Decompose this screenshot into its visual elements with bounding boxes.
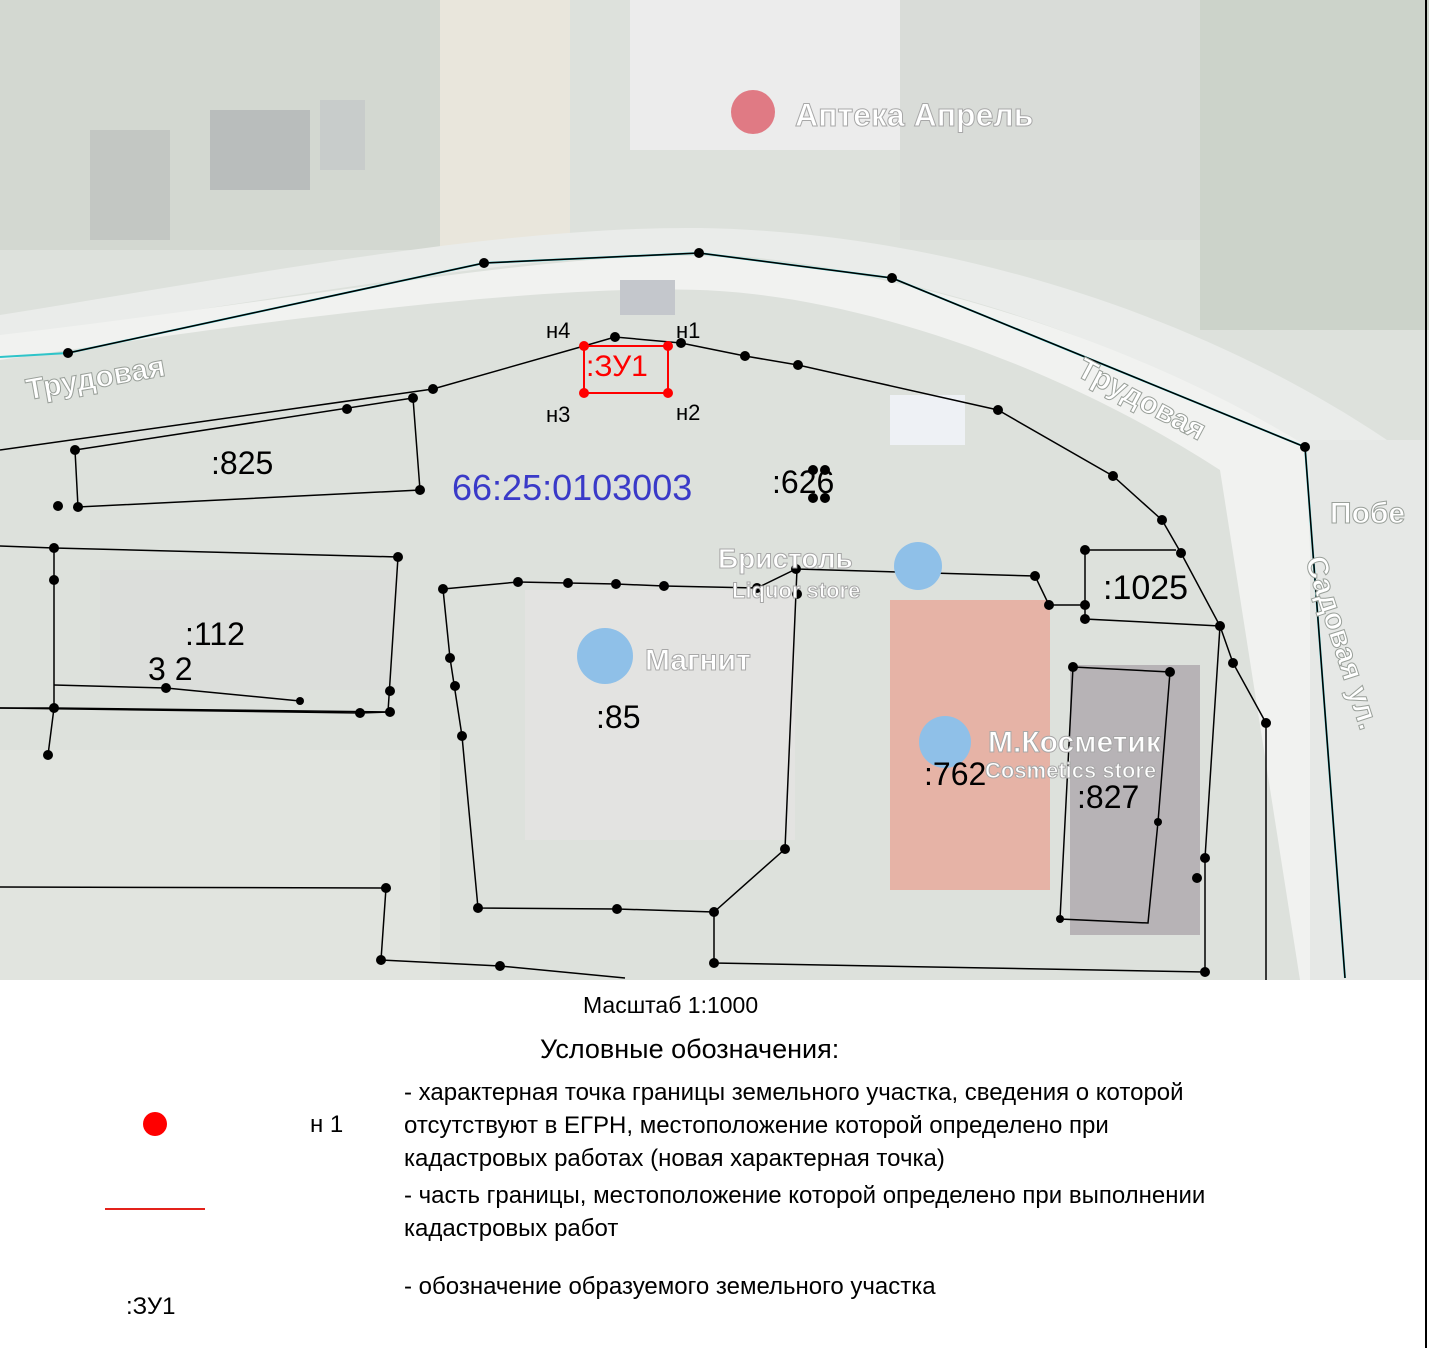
- building: [890, 395, 965, 445]
- place-label-kosmetik: М.Косметик: [988, 726, 1162, 759]
- open-ground: [440, 0, 570, 250]
- legend-line-line-2: кадастровых работ: [404, 1215, 619, 1242]
- legend: Масштаб 1:1000 Условные обозначения: н 1…: [0, 980, 1425, 1348]
- new-points: [579, 341, 673, 398]
- point-label-n3: н3: [546, 402, 570, 427]
- new-point-symbol-label: н 1: [310, 1111, 344, 1138]
- magnit-building: [525, 590, 795, 840]
- new-parcel-symbol-label: :ЗУ1: [126, 1293, 176, 1320]
- building: [1070, 665, 1200, 935]
- point-label-n4: н4: [546, 318, 570, 343]
- building: [620, 280, 675, 315]
- road-sadovaya: [1310, 440, 1429, 980]
- place-label-liquor-store: Liquor store: [732, 578, 860, 603]
- cosmetics-pin-icon: [919, 716, 971, 768]
- place-label-magnit: Магнит: [645, 644, 751, 677]
- legend-line-line-1: - часть границы, местоположение которой …: [404, 1182, 1206, 1209]
- parcel-label-1025: :1025: [1103, 569, 1188, 607]
- scale-label: Масштаб 1:1000: [583, 992, 759, 1018]
- legend-point-line-1: - характерная точка границы земельного у…: [404, 1079, 1184, 1106]
- stray-label: 3 2: [148, 651, 192, 687]
- parcel-label-762: :762: [924, 756, 986, 792]
- parcel-label-626: :626: [772, 464, 834, 500]
- map-canvas: Трудовая Трудовая Садовая ул. Побе Аптек…: [0, 0, 1429, 980]
- building: [90, 130, 170, 240]
- parcel-label-825: :825: [211, 445, 273, 481]
- place-label-bristol: Бристоль: [718, 543, 853, 574]
- street-label-pobedy: Побе: [1330, 497, 1405, 530]
- point-label-n2: н2: [676, 400, 700, 425]
- building: [320, 100, 365, 170]
- parcel-label-827: :827: [1077, 779, 1139, 815]
- yard-area: [0, 750, 440, 980]
- road-surface: [0, 255, 1330, 980]
- cadastral-map: Трудовая Трудовая Садовая ул. Побе Аптек…: [0, 0, 1429, 980]
- building: [100, 570, 400, 690]
- boundary-points: [43, 248, 1310, 977]
- place-label-pharmacy: Аптека Апрель: [795, 97, 1033, 133]
- legend-point-line-3: кадастровых работах (новая характерная т…: [404, 1145, 945, 1172]
- parcel-label-112: :112: [185, 616, 245, 652]
- point-label-n1: н1: [676, 318, 700, 343]
- magnit-pin-icon: [577, 628, 633, 684]
- legend-point-line-2: отсутствуют в ЕГРН, местоположение котор…: [404, 1112, 1109, 1139]
- new-parcel-label: :ЗУ1: [586, 350, 648, 383]
- legend-parcel-text: - обозначение образуемого земельного уча…: [404, 1273, 936, 1300]
- parcel-label-85: :85: [596, 699, 640, 735]
- legend-point-text: - характерная точка границы земельного у…: [404, 1076, 1364, 1175]
- bristol-pin-icon: [894, 542, 942, 590]
- frame-border: [1425, 0, 1427, 1348]
- place-label-cosmetics-store: Cosmetics store: [985, 758, 1156, 783]
- building: [210, 110, 310, 190]
- pharmacy-pin-icon: [731, 90, 775, 134]
- new-boundary-symbol-icon: [105, 1208, 205, 1210]
- road-trudovaya: [0, 227, 1429, 980]
- legend-line-text: - часть границы, местоположение которой …: [404, 1179, 1364, 1245]
- trees-area: [1200, 0, 1429, 330]
- block-number-label: 66:25:0103003: [452, 467, 692, 508]
- legend-title: Условные обозначения:: [540, 1034, 840, 1064]
- new-point-symbol-icon: [143, 1112, 167, 1136]
